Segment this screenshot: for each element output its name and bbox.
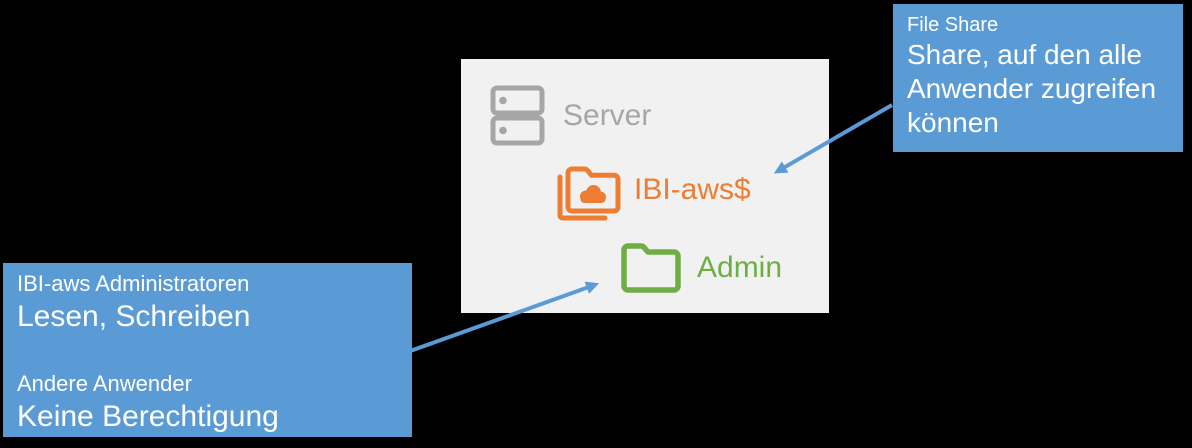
callout-permissions: IBI-aws Administratoren Lesen, Schreiben…	[3, 263, 412, 437]
cloud-folder-icon	[557, 166, 621, 221]
permissions-spacer	[17, 336, 398, 370]
permissions-group1-value: Lesen, Schreiben	[17, 300, 251, 333]
callout-file-share-body: Share, auf den alle Anwender zugreifen k…	[907, 39, 1157, 138]
share-label: IBI-aws$	[634, 173, 751, 206]
permissions-group2-title: Andere Anwender	[17, 371, 192, 396]
admin-label: Admin	[697, 251, 783, 284]
callout-file-share: File Share Share, auf den alle Anwender …	[893, 4, 1183, 152]
admin-item: Admin	[620, 242, 782, 294]
server-icon	[490, 85, 545, 146]
callout-file-share-title: File Share	[907, 14, 999, 36]
permissions-group2-value: Keine Berechtigung	[17, 400, 279, 433]
server-item: Server	[490, 85, 651, 146]
server-panel: Server IBI-aws$ Admin	[461, 59, 829, 313]
folder-icon	[621, 243, 681, 293]
permissions-group1-title: IBI-aws Administratoren	[17, 271, 250, 296]
share-item: IBI-aws$	[552, 159, 751, 221]
server-label: Server	[563, 98, 652, 132]
